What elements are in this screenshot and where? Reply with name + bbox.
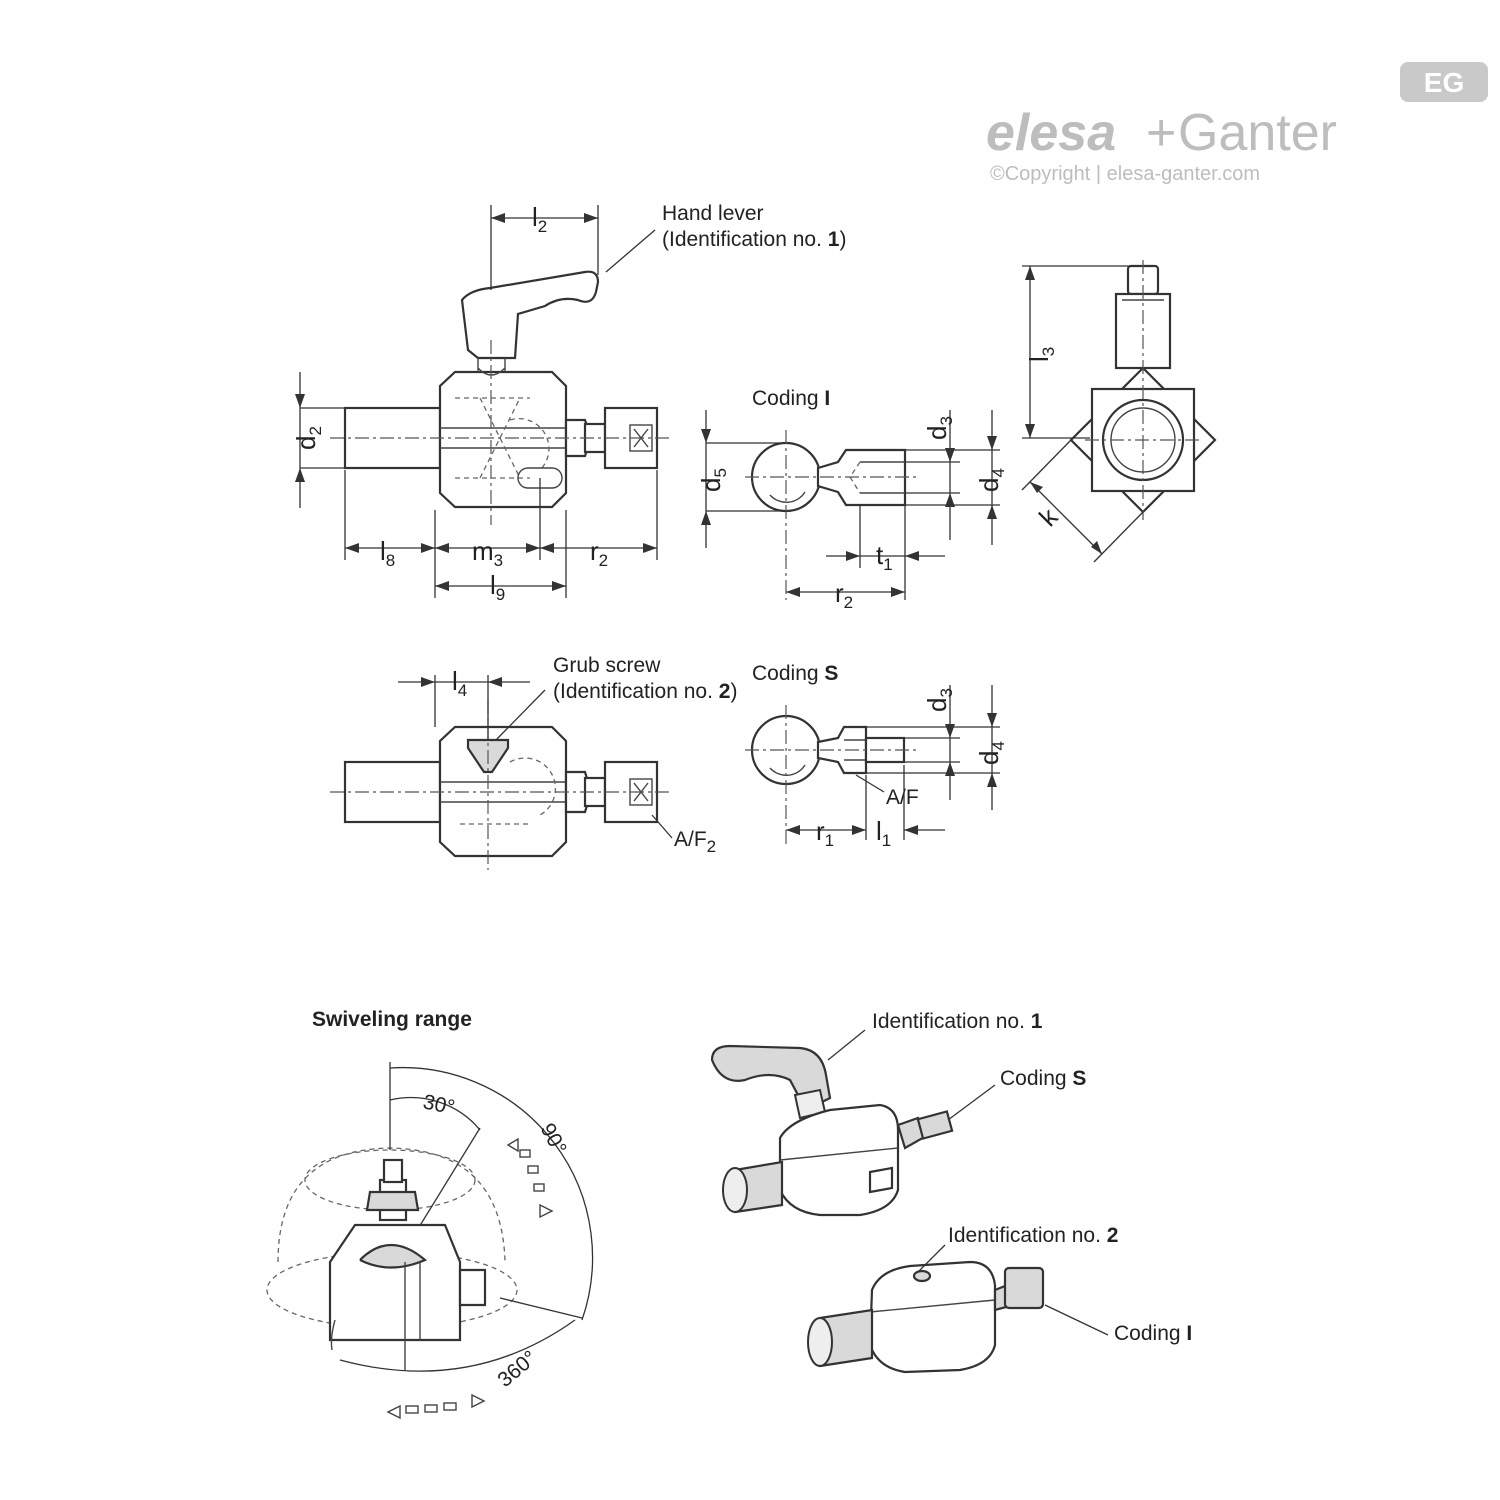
iso-coding-i-label: Coding I [1114,1322,1192,1345]
front-view-grub-screw: l4 Grub screw (Identification no. 2) A/F… [330,654,737,870]
brand-elesa: elesa [986,104,1116,162]
dim-t1: t1 [876,540,893,574]
swivel-title: Swiveling range [312,1008,472,1031]
front-view-hand-lever: d2 l2 Hand lever (Identification no. 1) … [291,202,846,604]
eg-badge [1400,62,1488,102]
dim-l3: l3 [1024,347,1058,362]
eg-badge-text: EG [1424,67,1464,98]
dim-r2: r2 [835,578,853,612]
angle-90: 90° [536,1120,571,1159]
dim-k: k [1033,501,1064,532]
dim-l2: l2 [532,202,547,236]
side-view: l3 k [1021,260,1217,563]
grub-screw-label: Grub screw [553,654,661,677]
dim-m3: m3 [472,536,503,570]
coding-i-title: Coding I [752,387,830,410]
brand-ganter: Ganter [1178,104,1337,162]
swivel-arrows-360 [386,1393,486,1420]
dim-d2: d2 [291,426,325,450]
dim-d5: d5 [696,468,730,492]
dim-r2-front: r2 [590,536,608,570]
dim-l9: l9 [490,570,505,604]
iso-grub-screw-assembly: Identification no. 2 Coding I [807,1224,1192,1374]
brand-plus: + [1146,104,1176,162]
grub-screw-id: (Identification no. 2) [553,680,737,703]
hand-lever-label: Hand lever [662,202,764,225]
angle-360: 360° [493,1346,541,1392]
copyright-text: ©Copyright | elesa-ganter.com [990,163,1260,185]
iso-hand-lever-assembly: Identification no. 1 Coding S [710,1010,1086,1217]
clamp-body [438,370,568,509]
coding-s-title: Coding S [752,662,838,685]
iso-coding-s-label: Coding S [1000,1067,1086,1090]
angle-30: 30° [421,1090,457,1119]
hand-lever [460,270,600,360]
iso-id2-label: Identification no. 2 [948,1224,1118,1247]
swivel-arrows-90 [506,1137,554,1219]
dim-l4: l4 [452,666,467,700]
dim-r1: r1 [816,816,834,850]
slot [517,467,563,489]
isometric-views: Identification no. 1 Coding S Identifica… [710,1010,1192,1374]
dim-d4-s: d4 [974,741,1008,765]
swiveling-range-view: Swiveling range 30° 90° 360° [266,1008,594,1420]
coding-s-detail: Coding S d3 d4 A/F r1 l1 [745,662,1008,850]
iso-id1-label: Identification no. 1 [872,1010,1043,1033]
brand-logo: EG elesa + Ganter ©Copyright | elesa-gan… [986,62,1488,185]
dim-d4: d4 [974,468,1008,492]
af2-label: A/F2 [674,828,716,856]
coding-i-detail: Coding I d5 d3 d4 t1 [696,387,1008,612]
hand-lever-id: (Identification no. 1) [662,228,846,251]
af-label: A/F [886,786,919,809]
dim-l8: l8 [380,536,395,570]
dim-d3-s: d3 [922,688,956,712]
dim-d3: d3 [922,416,956,440]
dim-l1: l1 [876,816,891,850]
